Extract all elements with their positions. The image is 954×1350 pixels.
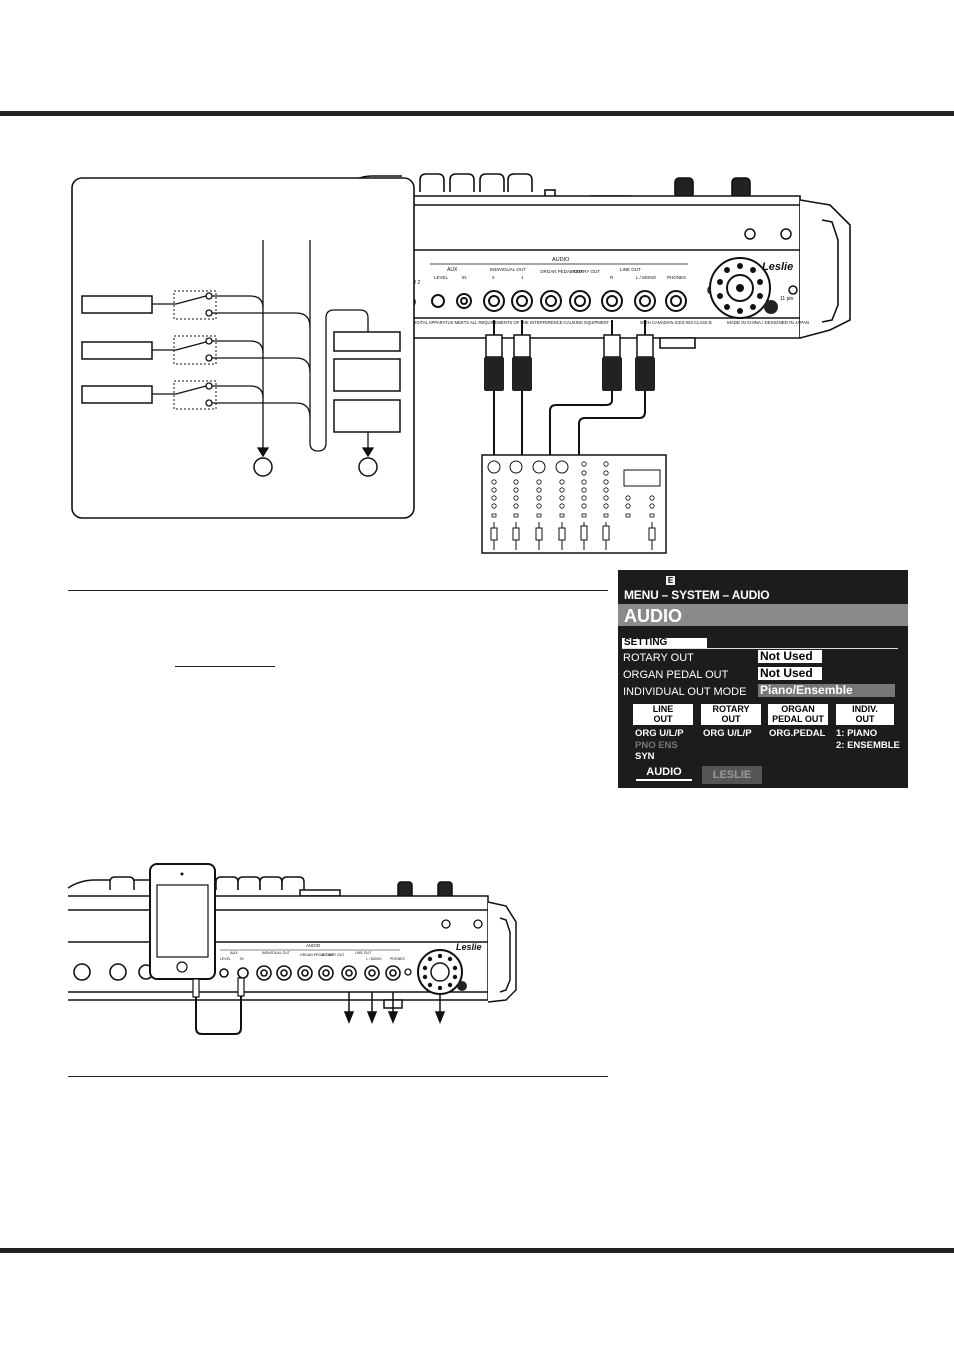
svg-text:IN: IN — [462, 275, 467, 280]
tab-audio[interactable]: AUDIO — [636, 766, 692, 781]
leslie-brand: Leslie — [762, 261, 793, 273]
svg-text:L / MONO: L / MONO — [366, 957, 382, 961]
indiv-out-box: INDIV.OUT — [836, 704, 894, 725]
setting-section-label: SETTING — [622, 638, 707, 648]
indiv-sub-ensemble: 2: ENSEMBLE — [836, 740, 900, 751]
svg-text:MADE IN CHINA / DESIGNED IN JA: MADE IN CHINA / DESIGNED IN JAPAN — [727, 320, 809, 325]
svg-text:DIGITAL APPARATUS MEETS ALL RE: DIGITAL APPARATUS MEETS ALL REQUIREMENTS… — [412, 320, 529, 325]
svg-text:11 pin: 11 pin — [780, 296, 793, 302]
svg-text:INTERFERENCE-CAUSING EQUIPMENT: INTERFERENCE-CAUSING EQUIPMENT — [530, 320, 610, 325]
svg-text:LINE OUT: LINE OUT — [355, 951, 372, 955]
breadcrumb: MENU – SYSTEM – AUDIO — [624, 588, 770, 602]
svg-text:ORGAN PEDAL OUT: ORGAN PEDAL OUT — [300, 953, 334, 957]
rotary-sub: ORG U/L/P — [703, 728, 752, 739]
rotary-out-value[interactable]: Not Used — [758, 650, 822, 663]
line-out-sub-pno-ens: PNO ENS — [635, 740, 678, 751]
title-bar: AUDIO — [618, 604, 908, 626]
audio-input-figure: Leslie AUDIO AUX LEVEL IN INDIVIDUAL OUT… — [67, 863, 517, 1035]
svg-text:LINE OUT: LINE OUT — [620, 267, 641, 272]
audio-connection-figure: Leslie 11 pin MADE IN CHINA / DESIGNED I… — [71, 173, 851, 554]
svg-text:AUX: AUX — [447, 267, 458, 273]
bottom-rule — [0, 1248, 954, 1253]
svg-text:PHONES: PHONES — [390, 957, 405, 961]
svg-text:INDIVIDUAL OUT: INDIVIDUAL OUT — [490, 267, 526, 272]
audio-setting-screen: E MENU – SYSTEM – AUDIO AUDIO SETTING RO… — [618, 570, 908, 788]
svg-text:IN: IN — [240, 957, 244, 961]
svg-text:AUX: AUX — [230, 951, 238, 955]
pedal-sub: ORG.PEDAL — [769, 728, 826, 739]
rotary-out-label: ROTARY OUT — [623, 652, 694, 664]
leslie-brand-bottom: Leslie — [456, 942, 482, 952]
svg-text:INDIVIDUAL OUT: INDIVIDUAL OUT — [262, 951, 291, 955]
svg-text:AUDIO: AUDIO — [306, 943, 321, 948]
e-badge: E — [666, 576, 675, 585]
organ-pedal-out-label: ORGAN PEDAL OUT — [623, 669, 729, 681]
svg-text:WITH CANADIAN ICES-003 CLASS B: WITH CANADIAN ICES-003 CLASS B — [640, 320, 712, 325]
section-rule-top — [68, 590, 608, 591]
mixer-knobs — [491, 461, 655, 518]
svg-text:L / MONO: L / MONO — [636, 275, 657, 280]
svg-text:PHONES: PHONES — [667, 275, 686, 280]
audio-label: AUDIO — [552, 257, 570, 263]
underline-placeholder — [175, 666, 275, 667]
svg-text:ROTARY OUT: ROTARY OUT — [571, 269, 600, 274]
line-out-sub-syn: SYN — [635, 751, 655, 762]
line-out-sub-org: ORG U/L/P — [635, 728, 684, 739]
svg-text:2: 2 — [492, 275, 495, 280]
setting-divider — [622, 648, 898, 649]
svg-text:LEVEL: LEVEL — [434, 275, 449, 280]
section-rule-bottom — [68, 1076, 608, 1077]
svg-text:ORGAN PEDAL OUT: ORGAN PEDAL OUT — [540, 269, 583, 274]
svg-text:ROTARY OUT: ROTARY OUT — [322, 953, 345, 957]
organ-pedal-out-value[interactable]: Not Used — [758, 667, 822, 680]
tab-leslie[interactable]: LESLIE — [702, 766, 762, 784]
individual-out-mode-label: INDIVIDUAL OUT MODE — [623, 686, 747, 698]
individual-out-mode-value[interactable]: Piano/Ensemble — [758, 684, 895, 697]
top-rule — [0, 111, 954, 116]
svg-text:LEVEL: LEVEL — [220, 957, 231, 961]
svg-text:1: 1 — [521, 275, 524, 280]
svg-text:R: R — [610, 275, 614, 280]
indiv-sub-piano: 1: PIANO — [836, 728, 878, 739]
screen-title: AUDIO — [624, 606, 682, 626]
